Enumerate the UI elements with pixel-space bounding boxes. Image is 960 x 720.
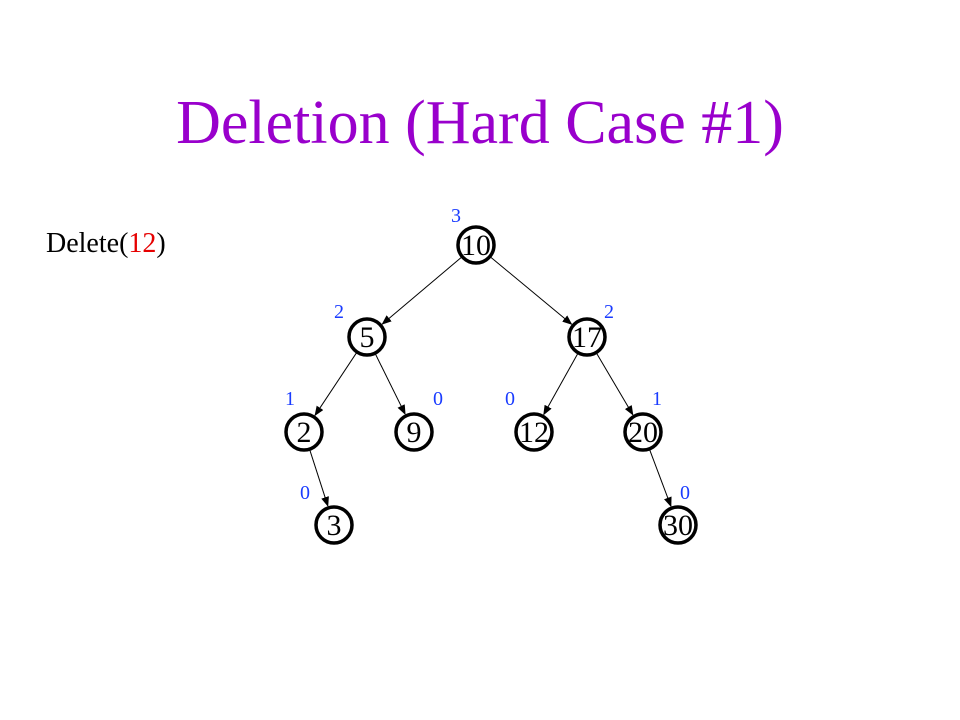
edge-n20-n30 xyxy=(649,449,672,508)
tree-node-17: 172 xyxy=(567,301,614,357)
tree-node-3: 30 xyxy=(300,482,354,545)
tree-node-5: 52 xyxy=(334,301,387,357)
tree-node-30: 300 xyxy=(658,482,698,545)
node-height-label: 0 xyxy=(300,482,310,504)
node-height-label: 0 xyxy=(680,482,690,504)
node-circle xyxy=(456,225,496,265)
node-height-label: 0 xyxy=(433,388,443,410)
edge-n5-n9 xyxy=(374,353,406,415)
node-key-label: 9 xyxy=(407,416,422,449)
node-height-label: 1 xyxy=(285,388,295,410)
node-key-label: 12 xyxy=(519,416,549,449)
node-height-label: 3 xyxy=(451,205,461,227)
node-circle xyxy=(284,412,324,452)
node-circle xyxy=(314,505,354,545)
node-circle xyxy=(623,412,663,452)
node-circle xyxy=(514,412,554,452)
node-key-label: 2 xyxy=(297,416,312,449)
node-key-label: 10 xyxy=(461,229,491,262)
tree-node-20: 201 xyxy=(623,388,663,452)
tree-node-2: 21 xyxy=(284,388,324,452)
node-height-label: 1 xyxy=(652,388,662,410)
node-height-label: 2 xyxy=(334,301,344,323)
node-key-label: 17 xyxy=(572,321,602,354)
edge-n17-n12 xyxy=(543,353,579,416)
node-circle xyxy=(347,317,387,357)
operation-suffix: ) xyxy=(156,228,166,259)
edge-n17-n20 xyxy=(596,353,634,416)
node-key-label: 5 xyxy=(360,321,375,354)
edge-n2-n3 xyxy=(309,449,329,507)
edge-n5-n2 xyxy=(314,352,357,417)
node-key-label: 30 xyxy=(663,509,693,542)
operation-argument: 12 xyxy=(128,228,157,259)
tree-node-10: 103 xyxy=(451,205,496,265)
tree-edges xyxy=(309,256,672,508)
node-height-label: 0 xyxy=(505,388,515,410)
operation-prefix: Delete( xyxy=(46,228,129,259)
node-circle xyxy=(394,412,434,452)
operation-label: Delete(12) xyxy=(46,230,166,258)
tree-node-9: 90 xyxy=(394,388,443,452)
edge-n10-n17 xyxy=(490,256,573,325)
node-circle xyxy=(567,317,607,357)
node-circle xyxy=(658,505,698,545)
edge-n10-n5 xyxy=(381,256,462,325)
node-height-label: 2 xyxy=(604,301,614,323)
slide-title: Deletion (Hard Case #1) xyxy=(176,89,784,157)
node-key-label: 3 xyxy=(327,509,342,542)
node-key-label: 20 xyxy=(628,416,658,449)
tree-node-12: 120 xyxy=(505,388,554,452)
